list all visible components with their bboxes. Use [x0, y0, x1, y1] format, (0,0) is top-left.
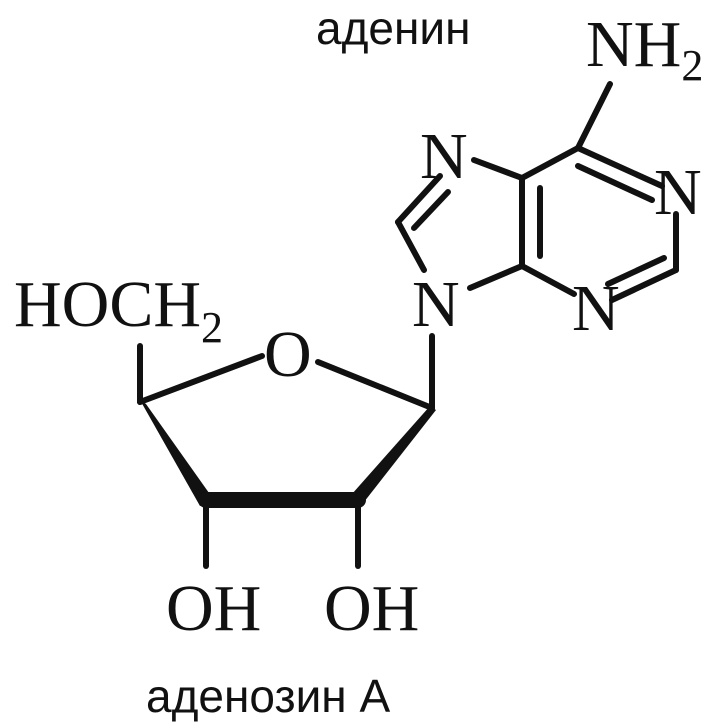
bond-c1prime-c2prime-wedge: [352, 406, 436, 502]
bond-c6-n1: [575, 145, 665, 189]
bond-c6-n1-double: [575, 163, 655, 203]
adenine-bonds: [395, 81, 679, 303]
bond-n9-c4: [467, 263, 525, 291]
atom-nh2: NH2: [586, 8, 703, 90]
atom-n9: N: [412, 268, 460, 341]
bond-c5-n7: [471, 157, 525, 181]
bond-n3-c4: [519, 263, 577, 297]
bond-c2-n3-double: [605, 255, 667, 287]
atom-n1: N: [654, 156, 702, 229]
label-adenine: аденин: [316, 2, 471, 54]
bond-c2-n3: [609, 267, 679, 303]
bond-c8-n9: [395, 219, 427, 273]
bond-c6-nh2: [575, 81, 613, 151]
bond-c4prime-c3prime-wedge: [140, 400, 214, 506]
atom-n7: N: [420, 120, 468, 193]
label-adenosine: аденозин А: [146, 670, 390, 722]
atom-n3: N: [572, 272, 620, 345]
atom-oh-right: OH: [324, 572, 419, 645]
bond-c5-c6: [519, 145, 581, 181]
bond-o-c1prime: [315, 359, 435, 411]
atom-ring-oxygen: O: [264, 318, 312, 391]
bond-o-c4prime: [137, 353, 265, 405]
atom-hoch2: HOCH2: [14, 268, 223, 352]
bond-n7-c8: [395, 173, 443, 225]
ribose-bonds: [137, 343, 436, 569]
atom-oh-left: OH: [166, 572, 261, 645]
bond-n7-c8-double: [411, 189, 451, 231]
